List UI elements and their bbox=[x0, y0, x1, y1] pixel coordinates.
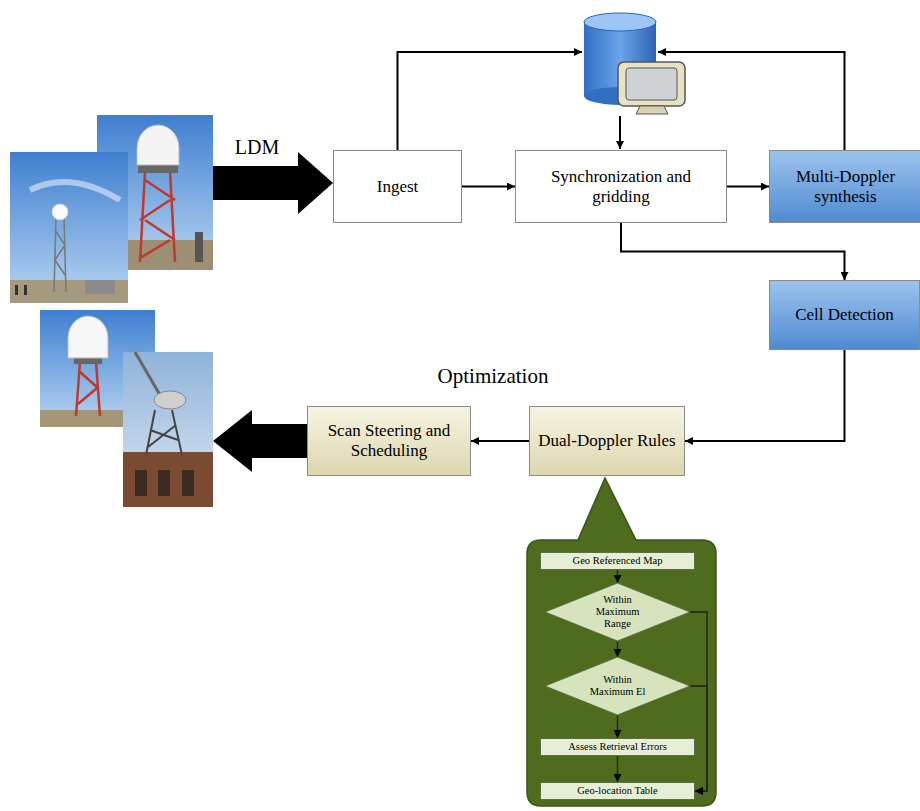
connector-arrow bbox=[617, 715, 618, 738]
process-box: Synchronization and gridding bbox=[515, 150, 727, 223]
data-arrow bbox=[213, 152, 333, 214]
connector-layer bbox=[462, 187, 845, 792]
decision-diamond: Within Maximum Range bbox=[545, 583, 690, 641]
node-text: Geo Referenced Map bbox=[573, 555, 663, 567]
process-box: Scan Steering and Scheduling bbox=[307, 406, 471, 476]
connector-arrow bbox=[617, 570, 618, 583]
connector-arrow bbox=[471, 440, 529, 442]
process-box: Multi-Doppler synthesis bbox=[769, 150, 920, 223]
process-box: Ingest bbox=[333, 150, 462, 223]
node-text: Within Maximum Range bbox=[587, 594, 649, 630]
link-label: LDM bbox=[222, 136, 292, 159]
node-text: Within Maximum El bbox=[587, 674, 649, 698]
step-box: Assess Retrieval Errors bbox=[540, 738, 695, 756]
monitor-icon bbox=[618, 62, 685, 114]
connector-arrow bbox=[685, 350, 845, 441]
radar-photo bbox=[123, 352, 213, 507]
section-label: Optimization bbox=[418, 364, 568, 389]
radar-photo bbox=[10, 152, 128, 303]
step-box: Geo Referenced Map bbox=[540, 552, 695, 570]
node-text: Cell Detection bbox=[795, 305, 894, 325]
step-box: Geo-location Table bbox=[540, 782, 695, 800]
callout-panel bbox=[527, 478, 716, 806]
node-text: Multi-Doppler synthesis bbox=[778, 167, 913, 206]
node-text: Dual-Doppler Rules bbox=[538, 431, 675, 451]
connector-arrow bbox=[727, 186, 769, 188]
process-box: Cell Detection bbox=[769, 280, 920, 350]
connector-arrow bbox=[617, 756, 618, 782]
node-text: Scan Steering and Scheduling bbox=[316, 421, 462, 460]
control-arrow bbox=[213, 410, 307, 472]
node-text: Synchronization and gridding bbox=[524, 167, 718, 206]
connector-arrow bbox=[462, 186, 515, 188]
connector-arrow bbox=[617, 641, 618, 657]
decision-diamond: Within Maximum El bbox=[545, 657, 690, 715]
connector-arrow bbox=[621, 223, 845, 280]
node-text: Geo-location Table bbox=[577, 785, 657, 797]
node-text: Assess Retrieval Errors bbox=[568, 741, 667, 753]
process-box: Dual-Doppler Rules bbox=[529, 406, 685, 476]
node-text: Ingest bbox=[377, 177, 419, 197]
connector-arrow bbox=[690, 612, 707, 791]
database-link bbox=[398, 52, 845, 150]
